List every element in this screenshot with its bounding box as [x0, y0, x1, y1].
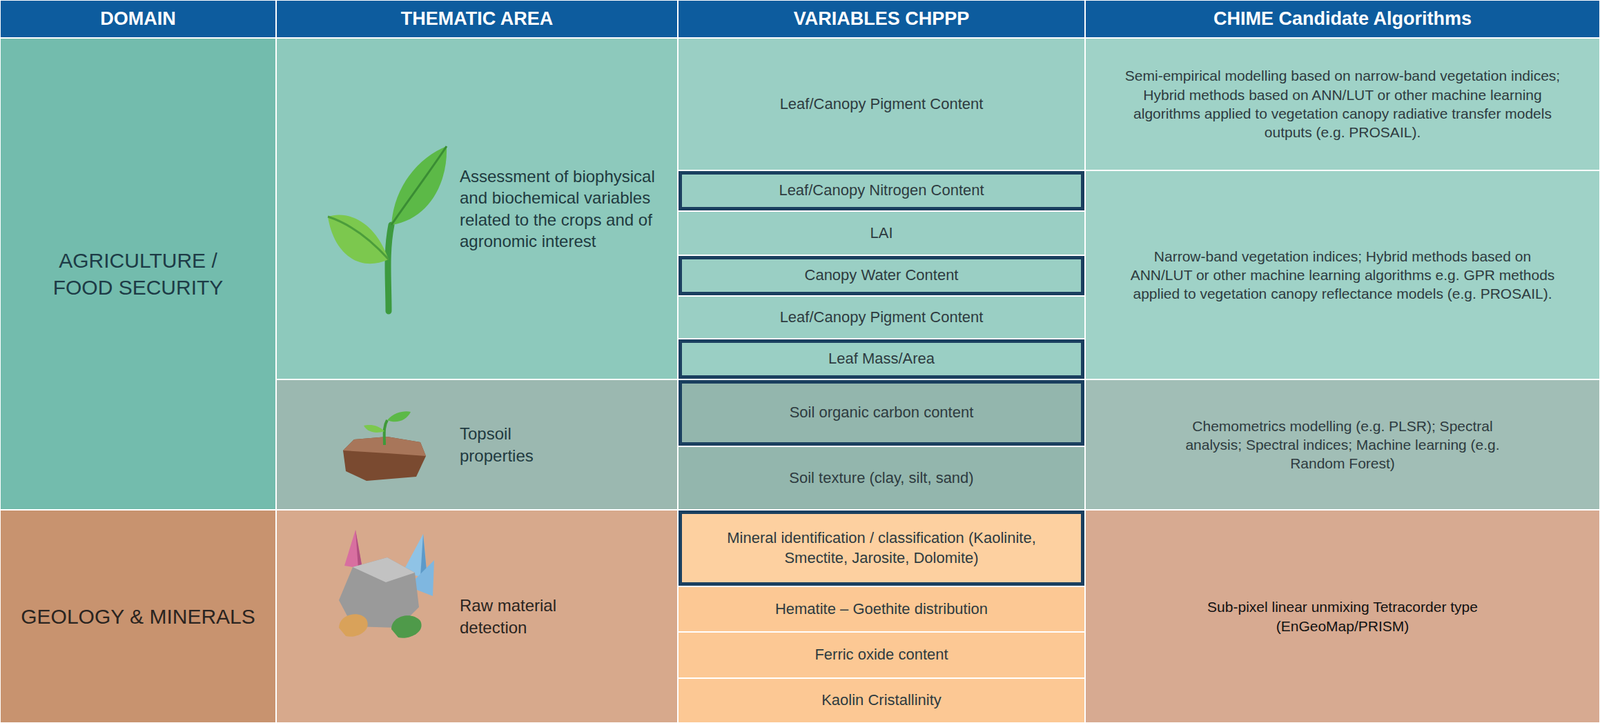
- column-header: VARIABLES CHPPP: [793, 6, 970, 32]
- variable-cell: Leaf/Canopy Pigment Content: [678, 296, 1085, 339]
- cell-text: Semi-empirical modelling based on narrow…: [1114, 66, 1571, 142]
- cell-text: Leaf Mass/Area: [828, 349, 935, 370]
- cell-text: Kaolin Cristallinity: [821, 690, 942, 711]
- cell-text: AGRICULTURE / FOOD SECURITY: [34, 247, 242, 301]
- soil-icon: [338, 407, 429, 484]
- algorithm-cell: Narrow-band vegetation indices; Hybrid m…: [1085, 171, 1600, 379]
- variable-cell: Mineral identification / classification …: [678, 510, 1085, 587]
- cell-text: Soil texture (clay, silt, sand): [788, 468, 974, 489]
- variable-cell: Ferric oxide content: [678, 632, 1085, 678]
- column-header: CHIME Candidate Algorithms: [1213, 6, 1472, 32]
- plant-icon: [325, 142, 450, 315]
- cell-text: Leaf/Canopy Pigment Content: [779, 94, 984, 115]
- domain-cell: GEOLOGY & MINERALS: [0, 510, 276, 723]
- algorithm-cell: Sub-pixel linear unmixing Tetracorder ty…: [1085, 510, 1600, 723]
- minerals-icon: [332, 524, 436, 642]
- variable-cell: LAI: [678, 211, 1085, 255]
- cell-text: Canopy Water Content: [804, 265, 959, 286]
- cell-text: Assessment of biophysical and biochemica…: [459, 165, 667, 252]
- cell-text: Hematite – Goethite distribution: [775, 599, 988, 620]
- cell-text: Raw material detection: [459, 594, 581, 638]
- thematic-cell: Topsoil properties: [276, 380, 678, 510]
- cell-text: Leaf/Canopy Pigment Content: [779, 307, 984, 328]
- variable-cell: Leaf Mass/Area: [678, 339, 1085, 379]
- variable-cell: Kaolin Cristallinity: [678, 679, 1085, 723]
- algorithm-cell: Semi-empirical modelling based on narrow…: [1085, 38, 1600, 170]
- variable-cell: Hematite – Goethite distribution: [678, 587, 1085, 632]
- variable-cell: Soil texture (clay, silt, sand): [678, 447, 1085, 510]
- cell-text: Mineral identification / classification …: [708, 528, 1055, 569]
- cell-text: LAI: [869, 223, 893, 244]
- cell-text: Ferric oxide content: [814, 645, 948, 666]
- header-cell: DOMAIN: [0, 0, 276, 38]
- variable-cell: Leaf/Canopy Nitrogen Content: [678, 171, 1085, 211]
- variable-cell: Soil organic carbon content: [678, 380, 1085, 446]
- cell-text: Leaf/Canopy Nitrogen Content: [778, 180, 984, 201]
- cell-text: Sub-pixel linear unmixing Tetracorder ty…: [1197, 597, 1488, 636]
- domain-cell: AGRICULTURE / FOOD SECURITY: [0, 38, 276, 510]
- variable-cell: Canopy Water Content: [678, 256, 1085, 296]
- cell-text: GEOLOGY & MINERALS: [20, 603, 256, 631]
- column-header: THEMATIC AREA: [401, 6, 553, 32]
- cell-text: Topsoil properties: [459, 423, 571, 466]
- cell-text: Narrow-band vegetation indices; Hybrid m…: [1121, 247, 1564, 304]
- cell-text: Chemometrics modelling (e.g. PLSR); Spec…: [1163, 416, 1523, 474]
- column-header: DOMAIN: [100, 6, 177, 32]
- thematic-cell: Raw material detection: [276, 510, 678, 723]
- header-cell: THEMATIC AREA: [276, 0, 678, 38]
- cell-text: Soil organic carbon content: [789, 403, 974, 424]
- header-cell: CHIME Candidate Algorithms: [1085, 0, 1600, 38]
- variable-cell: Leaf/Canopy Pigment Content: [678, 38, 1085, 170]
- header-cell: VARIABLES CHPPP: [678, 0, 1085, 38]
- algorithm-cell: Chemometrics modelling (e.g. PLSR); Spec…: [1085, 380, 1600, 510]
- thematic-cell: Assessment of biophysical and biochemica…: [276, 38, 678, 379]
